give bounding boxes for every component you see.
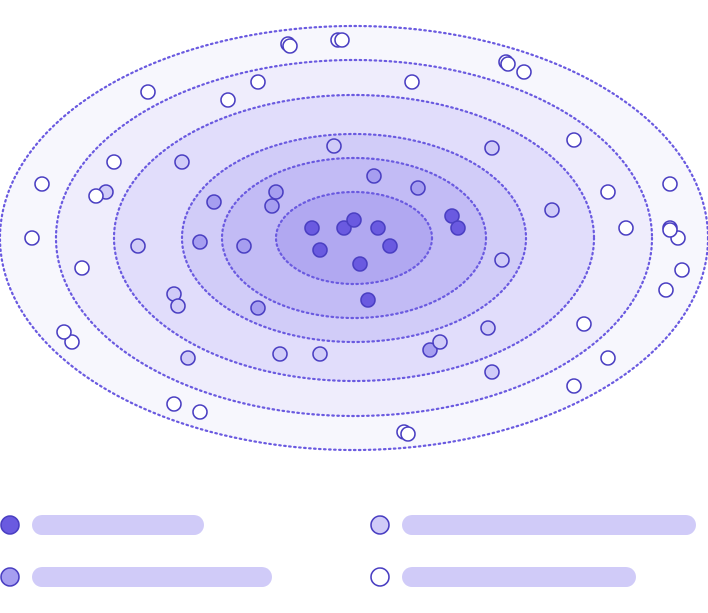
dot-light-10 [480, 320, 496, 336]
dot-empty-18 [600, 350, 616, 366]
dot-empty-4 [220, 92, 236, 108]
dot-solid-7 [352, 256, 368, 272]
dot-light-9 [432, 334, 448, 350]
dot-medium-4 [366, 168, 382, 184]
dot-medium-9 [422, 342, 438, 358]
dot-light-5 [170, 298, 186, 314]
dot-solid-9 [444, 208, 460, 224]
dot-empty-27 [34, 176, 50, 192]
dot-solid-6 [312, 242, 328, 258]
dot-empty-9 [566, 132, 582, 148]
legend-label-placeholder [402, 567, 636, 587]
dot-light-11 [484, 364, 500, 380]
dot-medium-2 [264, 198, 280, 214]
dot-medium-5 [410, 180, 426, 196]
dot-empty-11 [618, 220, 634, 236]
dot-solid-8 [360, 292, 376, 308]
dot-empty-21 [192, 404, 208, 420]
dot-empty-15 [674, 262, 690, 278]
dot-light-7 [312, 346, 328, 362]
dot-empty-31 [662, 222, 678, 238]
dot-empty-34 [500, 56, 516, 72]
dot-medium-6 [206, 194, 222, 210]
legend-label-placeholder [32, 515, 204, 535]
dot-solid-10 [450, 220, 466, 236]
legend-label-placeholder [402, 515, 696, 535]
dot-empty-32 [334, 32, 350, 48]
dot-solid-1 [304, 220, 320, 236]
dot-medium-3 [236, 238, 252, 254]
dot-solid-3 [346, 212, 362, 228]
dot-empty-29 [88, 188, 104, 204]
dot-empty-23 [64, 334, 80, 350]
dot-empty-33 [282, 38, 298, 54]
legend-item-solid [0, 515, 204, 535]
dot-medium-1 [268, 184, 284, 200]
dot-light-12 [494, 252, 510, 268]
dot-solid-5 [382, 238, 398, 254]
dot-empty-24 [56, 324, 72, 340]
dot-empty-3 [250, 74, 266, 90]
dot-medium-8 [250, 300, 266, 316]
rings-layer [0, 24, 708, 452]
legend-item-empty [370, 567, 636, 587]
dot-empty-19 [566, 378, 582, 394]
dot-light-14 [484, 140, 500, 156]
dot-light-1 [326, 138, 342, 154]
legend-label-placeholder [32, 567, 272, 587]
ring-6 [274, 190, 434, 286]
dot-empty-6 [404, 74, 420, 90]
dot-empty-26 [24, 230, 40, 246]
legend-marker-solid [0, 515, 20, 535]
legend-item-medium [0, 567, 272, 587]
dot-light-3 [130, 238, 146, 254]
dots-layer [24, 32, 690, 442]
dot-solid-4 [370, 220, 386, 236]
dot-light-2 [174, 154, 190, 170]
dot-empty-10 [600, 184, 616, 200]
dot-medium-7 [192, 234, 208, 250]
dot-empty-5 [140, 84, 156, 100]
legend-marker-empty [370, 567, 390, 587]
dot-empty-16 [658, 282, 674, 298]
dot-solid-2 [336, 220, 352, 236]
dot-empty-22 [166, 396, 182, 412]
dot-empty-25 [74, 260, 90, 276]
dot-empty-17 [576, 316, 592, 332]
dot-empty-28 [106, 154, 122, 170]
dot-empty-12 [662, 176, 678, 192]
dot-empty-8 [516, 64, 532, 80]
dot-light-6 [272, 346, 288, 362]
dot-light-8 [180, 350, 196, 366]
legend-item-light [370, 515, 696, 535]
legend [0, 515, 696, 587]
legend-marker-light [370, 515, 390, 535]
dot-empty-30 [400, 426, 416, 442]
dot-light-13 [544, 202, 560, 218]
legend-marker-medium [0, 567, 20, 587]
